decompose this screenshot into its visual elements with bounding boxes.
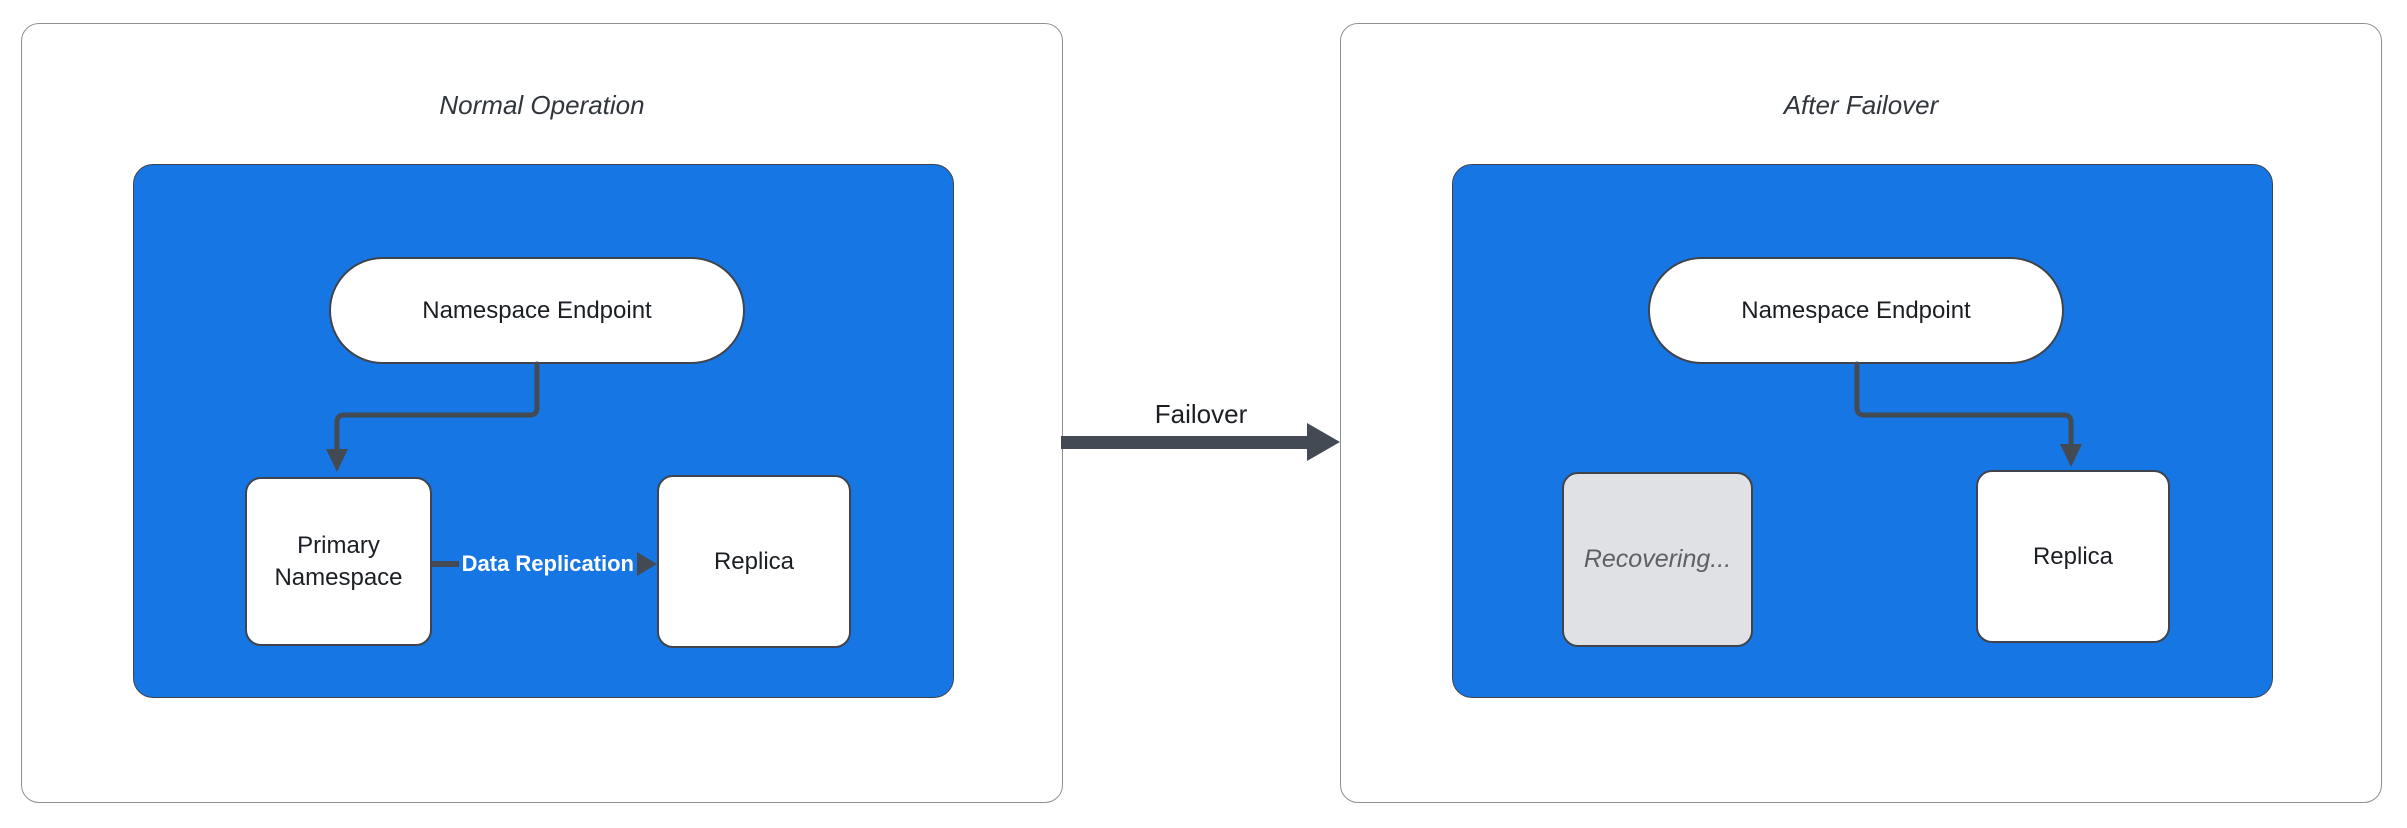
- namespace-endpoint-label-failover: Namespace Endpoint: [1741, 296, 1971, 324]
- replica-label-normal: Replica: [713, 547, 795, 575]
- cluster-box-normal: Namespace Endpoint Primary Namespace Dat…: [133, 164, 954, 698]
- primary-namespace-label: Primary Namespace: [274, 532, 403, 591]
- arrowhead-down-icon: [2060, 444, 2082, 467]
- data-replication-edge: Data Replication: [432, 550, 657, 577]
- arrowhead-down-icon: [326, 449, 348, 472]
- namespace-endpoint-node: Namespace Endpoint: [329, 257, 745, 364]
- replica-node-failover: Replica: [1976, 470, 2170, 643]
- elbow-connector-line: [334, 361, 540, 454]
- arrowhead-right-icon: [637, 551, 657, 576]
- primary-namespace-node: Primary Namespace: [245, 477, 432, 646]
- elbow-connector-line: [1854, 361, 2074, 449]
- failover-arrowhead-icon: [1307, 423, 1340, 461]
- data-replication-label: Data Replication: [461, 550, 634, 576]
- panel-title-normal-operation: Normal Operation: [439, 90, 645, 120]
- failover-arrow-line: [1061, 436, 1309, 449]
- recovering-label: Recovering...: [1583, 545, 1732, 574]
- replication-arrow-line: [432, 560, 459, 567]
- replica-node-normal: Replica: [657, 475, 851, 648]
- failover-arrow: Failover: [1061, 399, 1341, 461]
- replica-label-failover: Replica: [2032, 542, 2114, 570]
- panel-normal-operation: Normal Operation Namespace Endpoint Prim…: [21, 23, 1063, 803]
- panel-after-failover: After Failover Namespace Endpoint Recove…: [1340, 23, 2382, 803]
- failover-label: Failover: [1154, 399, 1248, 429]
- recovering-node: Recovering...: [1562, 472, 1753, 647]
- cluster-box-failover: Namespace Endpoint Recovering... Replica: [1452, 164, 2273, 698]
- namespace-endpoint-node-failover: Namespace Endpoint: [1648, 257, 2064, 364]
- panel-title-after-failover: After Failover: [1783, 90, 1939, 120]
- namespace-endpoint-label: Namespace Endpoint: [422, 296, 652, 324]
